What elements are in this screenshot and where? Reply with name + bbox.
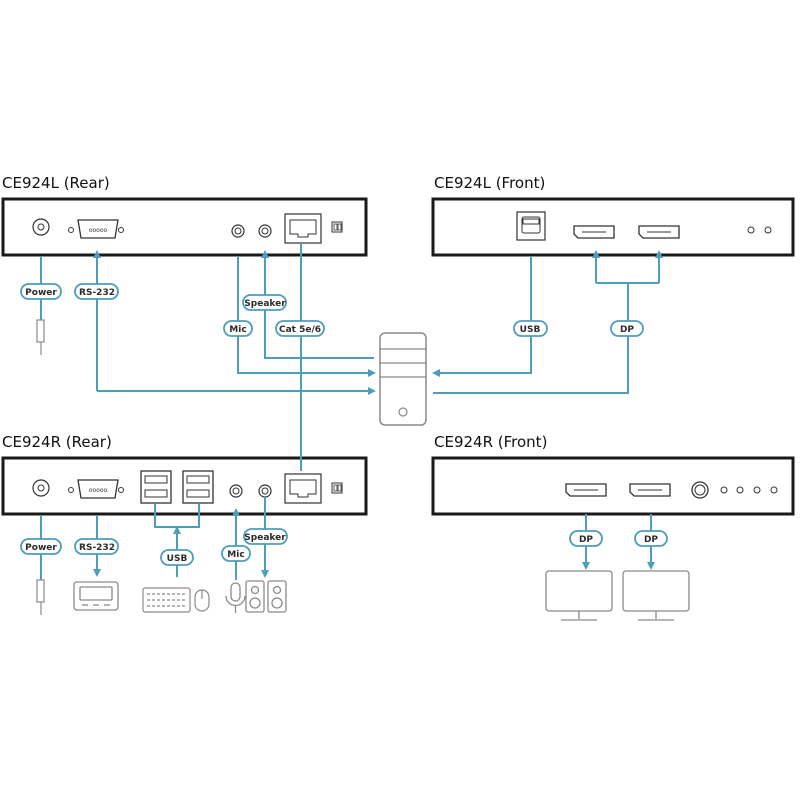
svg-text:RS-232: RS-232	[79, 288, 115, 298]
pill-r-mic: Mic	[221, 545, 251, 562]
pill-l-mic: Mic	[223, 320, 253, 337]
pill-l-rs232: RS-232	[74, 283, 119, 300]
svg-text:ooooo: ooooo	[89, 227, 108, 234]
microphone-icon	[225, 582, 246, 613]
power-jack-icon	[32, 479, 50, 497]
rs232-port-icon: ooooo	[68, 219, 124, 239]
rj45-port-icon	[284, 473, 322, 504]
svg-text:USB: USB	[167, 554, 188, 564]
mic-jack-icon	[229, 484, 243, 498]
cables-local	[40, 244, 663, 471]
rs232-port-icon: ooooo	[68, 479, 124, 499]
pill-l-usb: USB	[513, 320, 548, 337]
mic-jack-icon	[231, 224, 245, 238]
led-icon	[720, 486, 728, 494]
monitor-icon	[622, 570, 690, 621]
dp-cable	[433, 283, 629, 394]
dip-switch-icon	[331, 221, 343, 233]
speaker-jack-icon	[258, 224, 272, 238]
power-plug-icon	[36, 319, 45, 355]
led-icon	[770, 486, 778, 494]
ce924r-rear-title: CE924R (Rear)	[2, 433, 112, 451]
svg-text:DP: DP	[579, 535, 593, 545]
pill-l-dp: DP	[610, 320, 644, 337]
pill-r-speaker: Speaker	[243, 528, 288, 545]
led-icon	[747, 226, 755, 234]
usb-a-ports-icon	[140, 470, 214, 504]
svg-text:Mic: Mic	[227, 550, 244, 560]
led-icon	[736, 486, 744, 494]
pill-r-dp1: DP	[569, 530, 603, 547]
svg-text:Power: Power	[25, 288, 57, 298]
power-jack-icon	[32, 218, 50, 236]
ce924r-front-title: CE924R (Front)	[434, 433, 548, 451]
dip-switch-icon	[331, 482, 343, 494]
speakers-icon	[245, 580, 287, 613]
mouse-icon	[194, 589, 210, 612]
label-pills: Power RS-232 Speaker Mic Cat 5e/6 USB DP…	[20, 283, 668, 566]
svg-text:Speaker: Speaker	[244, 533, 286, 543]
rj45-port-icon	[284, 213, 322, 244]
svg-text:Cat 5e/6: Cat 5e/6	[279, 325, 321, 335]
svg-text:Speaker: Speaker	[244, 299, 286, 309]
mic-cable	[237, 256, 376, 377]
ce924l-front-device	[431, 197, 795, 257]
ce924l-front-title: CE924L (Front)	[434, 174, 546, 192]
pill-r-dp2: DP	[634, 530, 668, 547]
displayport-icon	[573, 225, 615, 239]
pill-l-speaker: Speaker	[242, 294, 287, 311]
serial-terminal-icon	[73, 581, 119, 611]
ce924r-front-device	[431, 456, 795, 516]
svg-text:RS-232: RS-232	[79, 543, 115, 553]
svg-text:ooooo: ooooo	[89, 487, 108, 494]
svg-text:DP: DP	[620, 325, 634, 335]
displayport-icon	[565, 483, 607, 497]
displayport-icon	[638, 225, 680, 239]
pill-r-power: Power	[20, 538, 62, 555]
svg-text:USB: USB	[520, 325, 541, 335]
usb-cable	[432, 256, 532, 377]
svg-text:DP: DP	[644, 535, 658, 545]
speaker-cable	[261, 250, 374, 359]
pill-r-rs232: RS-232	[74, 538, 119, 555]
power-plug-icon	[36, 579, 45, 615]
ce924l-rear-device: ooooo	[1, 197, 368, 257]
led-icon	[764, 226, 772, 234]
keyboard-icon	[142, 587, 191, 613]
ce924l-rear-title: CE924L (Rear)	[2, 174, 110, 192]
led-icon	[753, 486, 761, 494]
displayport-icon	[629, 483, 671, 497]
computer-tower-icon	[379, 332, 427, 426]
pill-l-power: Power	[20, 283, 62, 300]
svg-text:Mic: Mic	[229, 325, 246, 335]
usb-b-port-icon	[516, 211, 546, 241]
monitor-icon	[545, 570, 613, 621]
pill-r-usb: USB	[160, 549, 194, 566]
pill-l-cat: Cat 5e/6	[275, 320, 325, 337]
ce924r-rear-device: ooooo	[1, 456, 368, 516]
audio-jack-icon	[691, 481, 709, 499]
svg-text:Power: Power	[25, 543, 57, 553]
